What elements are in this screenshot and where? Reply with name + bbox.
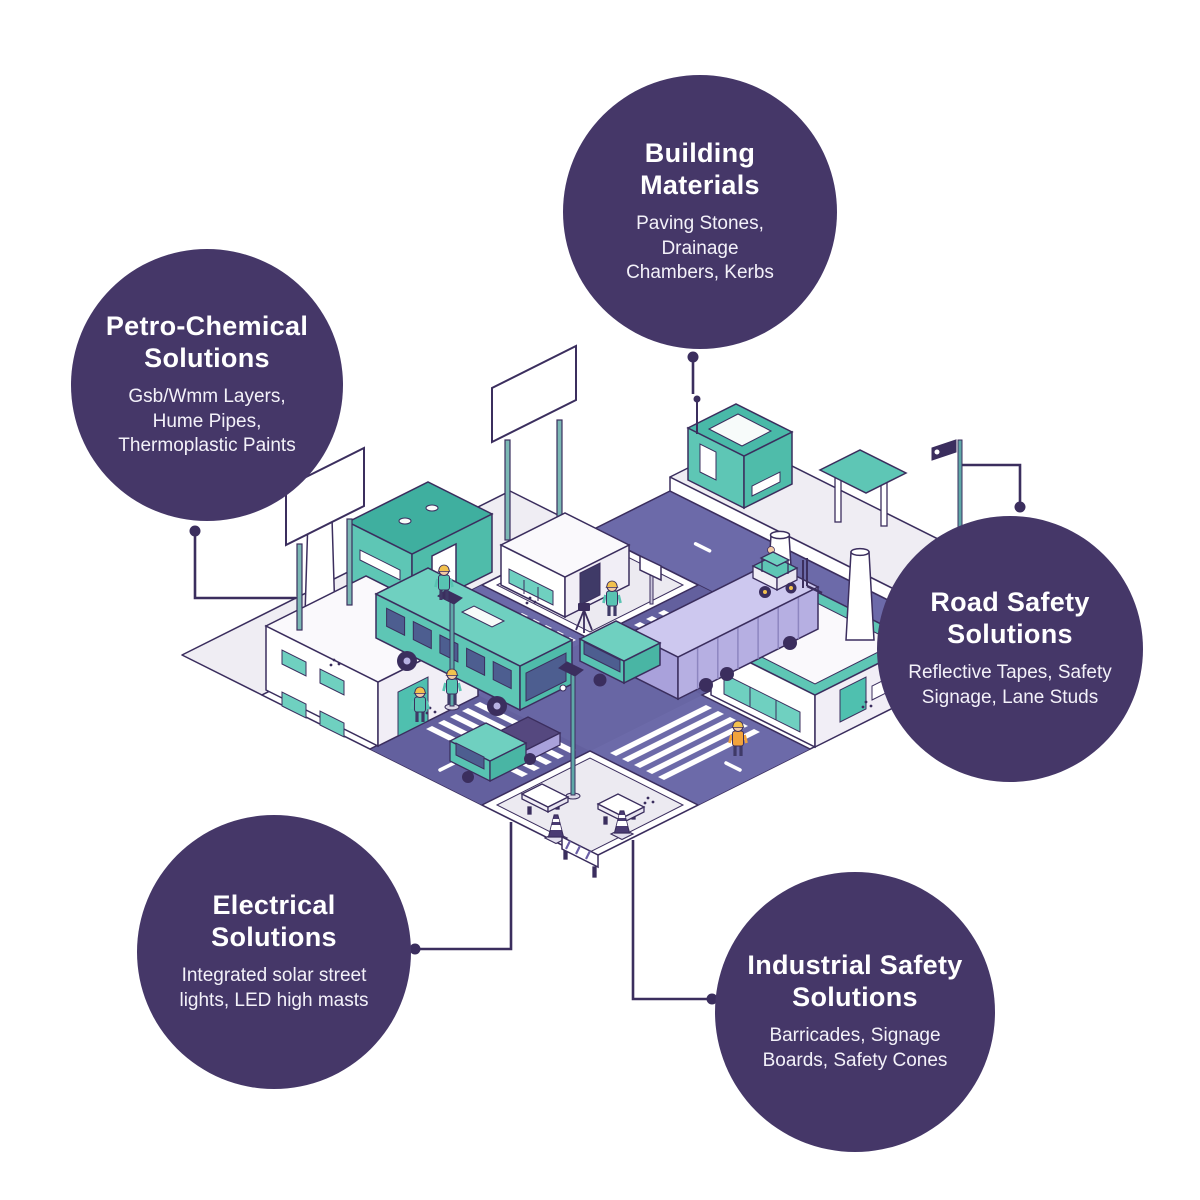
connector-building-materials <box>687 351 699 394</box>
bubble-title: Road Safety Solutions <box>930 587 1090 650</box>
kiosk-building <box>499 512 631 619</box>
connectors <box>189 351 1026 1005</box>
pavement-dots <box>329 596 873 805</box>
bubble-subtitle: Reflective Tapes, Safety Signage, Lane S… <box>908 662 1112 708</box>
bench <box>596 793 646 825</box>
bubble-electrical: Electrical Solutions Integrated solar st… <box>137 815 411 1089</box>
surveyor-tripod <box>575 603 593 633</box>
bubble-subtitle: Gsb/Wmm Layers, Hume Pipes, Thermoplasti… <box>118 385 296 457</box>
worker <box>410 686 430 722</box>
workers <box>410 564 748 756</box>
worker <box>602 580 622 616</box>
bus-shelter-canopy <box>818 449 908 527</box>
toll-building <box>686 395 794 510</box>
bubble-title: Industrial Safety Solutions <box>747 950 963 1013</box>
forklift <box>751 546 823 598</box>
bus <box>374 567 574 716</box>
bubble-title: Petro-Chemical Solutions <box>105 311 309 373</box>
worker <box>434 564 454 600</box>
truck-cab <box>578 620 662 687</box>
connector-industrial-safety <box>631 840 718 1005</box>
worker <box>442 668 462 704</box>
connector-road-safety <box>962 463 1026 513</box>
bubble-title: Electrical Solutions <box>211 890 337 953</box>
rect-traffic-sign <box>639 554 662 605</box>
worker-with-vest <box>728 720 748 756</box>
street-light <box>558 661 584 800</box>
bubble-petro-chemical: Petro-Chemical Solutions Gsb/Wmm Layers,… <box>71 249 343 521</box>
barricade <box>561 835 599 878</box>
pickup-cab <box>448 722 528 783</box>
bubble-subtitle: Integrated solar street lights, LED high… <box>179 965 369 1011</box>
crosswalk <box>610 705 760 780</box>
bench <box>520 783 570 815</box>
bubble-title: Building Materials <box>640 138 760 200</box>
container-truck <box>578 562 820 701</box>
billboard <box>285 446 365 631</box>
bubble-subtitle: Paving Stones, Drainage Chambers, Kerbs <box>626 212 774 284</box>
billboard <box>491 344 577 541</box>
antenna-tip <box>693 395 701 403</box>
street-light <box>437 589 463 711</box>
connector-petro-chemical <box>189 525 296 600</box>
bubble-industrial-safety: Industrial Safety Solutions Barricades, … <box>715 872 995 1152</box>
bubble-road-safety: Road Safety Solutions Reflective Tapes, … <box>877 516 1143 782</box>
bubble-subtitle: Barricades, Signage Boards, Safety Cones <box>762 1025 948 1071</box>
bubble-building-materials: Building Materials Paving Stones, Draina… <box>563 75 837 349</box>
cctv-camera-icon <box>931 439 957 461</box>
connector-electrical <box>409 822 513 955</box>
pickup-truck <box>448 716 562 783</box>
traffic-cone <box>609 810 635 841</box>
